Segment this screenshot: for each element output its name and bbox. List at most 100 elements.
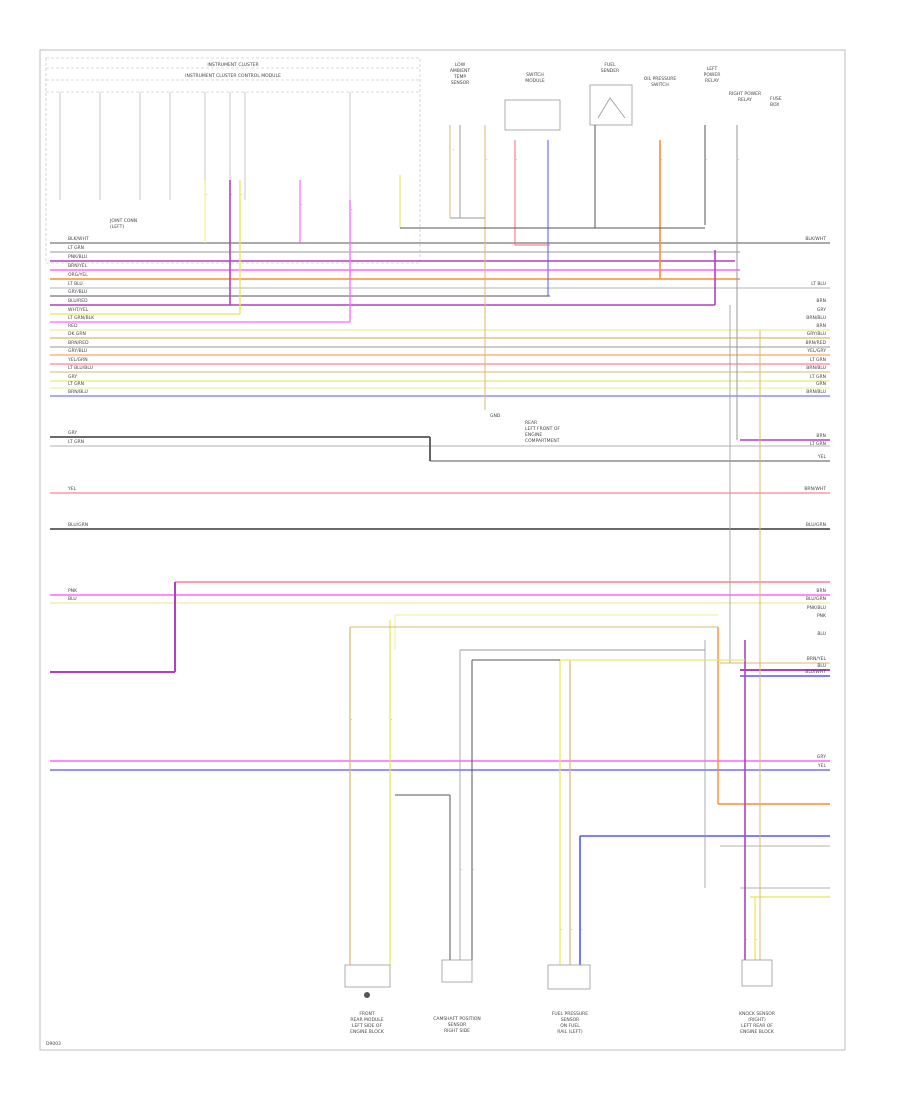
ground-symbol-icon: [364, 992, 370, 998]
wire-label-right: BLK/WHT: [805, 236, 826, 242]
wire-label-left: BRN/RED: [68, 340, 89, 346]
wire-label-right: BRN: [816, 588, 826, 594]
wire-label-right: YEL: [817, 763, 827, 769]
wire-label-left: LT GRN: [68, 439, 84, 445]
wire-label-right: BLU/WHT: [805, 669, 826, 675]
connector-tag: ·: [472, 869, 477, 870]
connector-tag: ·: [660, 159, 665, 160]
wire-label-left: BLU/GRN: [68, 522, 88, 528]
wire-label-right: GRY: [817, 754, 826, 760]
wire-label-right: PNK: [817, 613, 827, 619]
wire-label-right: LT BLU: [811, 281, 826, 287]
wire-label-right: GRY/BLU: [807, 331, 826, 337]
wire-label-left: WHT/YEL: [68, 307, 89, 313]
wire-label-right: YEL/GRY: [806, 348, 826, 354]
fuel-sender-box: [589, 84, 633, 126]
connector-tag: ·: [350, 209, 355, 210]
wire-label-right: LT GRN: [810, 357, 826, 363]
connector-tag: ·: [485, 159, 490, 160]
wire-label-left: GRY: [68, 374, 77, 380]
connector-tag: ·: [570, 929, 575, 930]
connector-tag: ·: [460, 869, 465, 870]
connector-tag: ·: [390, 719, 395, 720]
connector-tag: ·: [300, 204, 305, 205]
wire-label-right: BLU/GRN: [806, 522, 826, 528]
wire-label-right: BRN: [816, 298, 826, 304]
connector-tag: ·: [205, 194, 210, 195]
diagram-id: D9003: [46, 1041, 61, 1047]
diagram-frame: [39, 49, 846, 1051]
connector-tag: ·: [737, 159, 742, 160]
knock-sensor-box: [741, 959, 773, 987]
wire-label-left: BRN/YEL: [68, 263, 88, 269]
vertical-wires: ····················: [174, 125, 761, 965]
wire-label-right: BRN/BLU: [806, 389, 826, 395]
wire-label-left: LT BLU: [68, 281, 83, 287]
ground-note: GND: [490, 413, 501, 419]
wire-label-right: LT GRN: [810, 441, 826, 447]
cluster-title: INSTRUMENT CLUSTER: [207, 62, 258, 68]
wire-label-left: PNK: [68, 588, 78, 594]
wire-label-left: LT GRN/BLK: [68, 315, 95, 321]
wire-label-left: ORG/YEL: [68, 272, 88, 278]
wire-label-left: LT BLU/BLU: [68, 365, 93, 371]
wire-label-left: RED: [68, 323, 78, 329]
wire-label-right: PNK/BLU: [807, 605, 826, 611]
connector-tag: ·: [240, 194, 245, 195]
cluster-control-title: INSTRUMENT CLUSTER CONTROL MODULE: [185, 73, 281, 79]
wire-label-right: YEL: [817, 454, 827, 460]
connector-tag: ·: [452, 149, 457, 150]
connector-tag: ·: [580, 929, 585, 930]
wire-label-left: PNK/BLU: [68, 254, 87, 260]
wire-label-right: GRY: [817, 307, 826, 313]
wire-label-left: LT GRN: [68, 245, 84, 251]
wire-label-right: LT GRN: [810, 374, 826, 380]
wire-label-left: BLU: [68, 596, 77, 602]
wire-label-left: BLK/WHT: [68, 236, 89, 242]
wire-label-right: BLU/GRN: [806, 596, 826, 602]
instrument-cluster-header: INSTRUMENT CLUSTER INSTRUMENT CLUSTER CO…: [45, 57, 421, 264]
wire-label-right: BRN/YEL: [807, 656, 827, 662]
wire-label-right: GRN: [816, 381, 826, 387]
wire-label-right: BRN/RED: [805, 340, 826, 346]
wire-label-left: YEL: [67, 486, 77, 492]
wire-label-right: BRN/BLU: [806, 315, 826, 321]
wire-label-right: BRN: [816, 323, 826, 329]
camshaft-sensor-box: [441, 959, 473, 983]
connector-tag: ·: [755, 939, 760, 940]
wire-label-left: BLU/RED: [68, 298, 88, 304]
wire-label-right: BLU: [817, 631, 826, 637]
wire-label-left: LT GRN: [68, 381, 84, 387]
horizontal-wires: [50, 242, 830, 898]
wire-label-left: GRY/BLU: [68, 289, 87, 295]
wire-label-left: BRN/BLU: [68, 389, 88, 395]
connector-tag: ·: [230, 194, 235, 195]
wire-label-left: YEL/GRN: [67, 357, 88, 363]
front-module-box: [344, 964, 391, 988]
wire-label-left: GRY: [68, 430, 77, 436]
wire-label-right: BRN/WHT: [804, 486, 826, 492]
wire-label-right: BLU: [817, 663, 826, 669]
left-junction-label: JOINT CONN(LEFT): [109, 218, 137, 230]
left-wire-labels: BLK/WHT LT GRN PNK/BLU BRN/YEL ORG/YEL LT BLU…: [67, 236, 95, 602]
wire-label-right: BRN: [816, 433, 826, 439]
connector-tag: ·: [515, 159, 520, 160]
fuel-pressure-sensor-box: [547, 964, 591, 990]
connector-tag: ·: [705, 159, 710, 160]
wire-label-left: GRY/BLU: [68, 348, 87, 354]
wire-label-left: DK GRN: [68, 331, 86, 337]
